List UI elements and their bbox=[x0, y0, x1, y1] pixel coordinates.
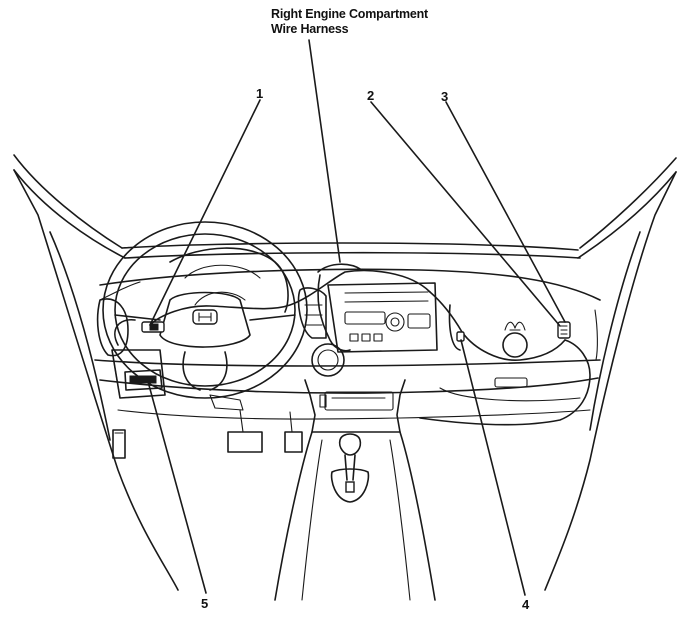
callout-5: 5 bbox=[201, 596, 209, 611]
body-outline bbox=[13, 154, 677, 591]
callout-3: 3 bbox=[441, 89, 449, 104]
harness-title: Right Engine Compartment Wire Harness bbox=[271, 7, 428, 37]
callout-4: 4 bbox=[522, 597, 530, 612]
fuse-box-5 bbox=[111, 349, 166, 399]
wire-harness bbox=[114, 269, 591, 426]
harness-title-line-2: Wire Harness bbox=[271, 22, 349, 36]
leader-lines bbox=[146, 39, 566, 596]
connector-1 bbox=[141, 321, 165, 333]
passenger-dash bbox=[439, 304, 581, 402]
left-vent bbox=[96, 298, 129, 357]
lower-console bbox=[274, 379, 436, 601]
pedals bbox=[112, 394, 303, 459]
shift-lever bbox=[330, 433, 370, 503]
callout-1: 1 bbox=[256, 86, 264, 101]
steering-wheel bbox=[102, 221, 308, 399]
center-vents bbox=[297, 287, 327, 339]
center-stack bbox=[317, 263, 438, 353]
connector-3 bbox=[557, 321, 571, 339]
harness-title-line-1: Right Engine Compartment bbox=[271, 7, 429, 21]
callout-2: 2 bbox=[367, 88, 375, 103]
dashboard-lower bbox=[94, 359, 601, 420]
climate-dial bbox=[311, 343, 345, 377]
